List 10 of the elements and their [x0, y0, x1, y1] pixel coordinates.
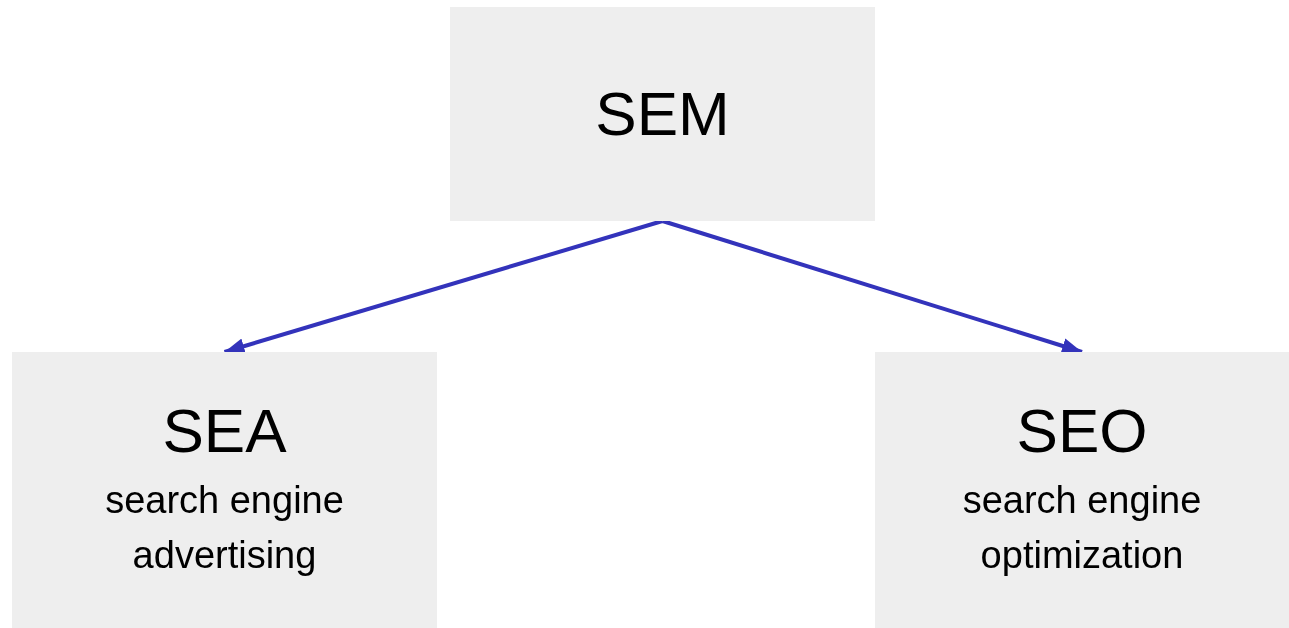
node-box [12, 352, 437, 628]
arrow [223, 219, 664, 354]
arrow [661, 219, 1083, 354]
node-description: search engine optimization [961, 478, 1203, 579]
node-box [450, 7, 875, 221]
node-description: search engine advertising [104, 478, 345, 579]
node-title: SEO [1016, 396, 1148, 465]
node-box [875, 352, 1289, 628]
node-title: SEA [162, 396, 287, 465]
node-title: SEM [595, 79, 730, 149]
